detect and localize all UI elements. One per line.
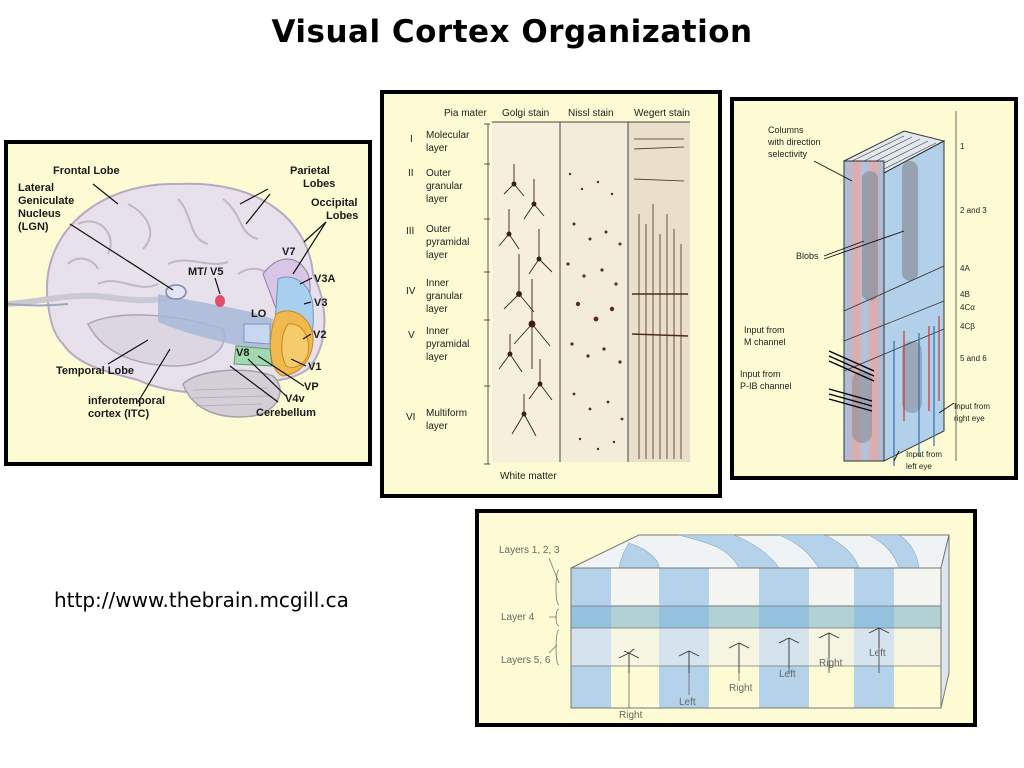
label-v2: V2 [313,329,326,341]
label-occipital-1: Occipital [311,197,357,209]
label-m-channel-2: M channel [744,337,786,347]
brain-lobes-panel: Frontal Lobe Parietal Lobes Lateral Geni… [4,140,372,466]
layer-label-3a: Outer [426,224,452,235]
golgi-neurons [498,164,553,437]
eye-label-1: Right [619,710,643,721]
label-lo: LO [251,308,267,320]
label-columns-2: with direction [767,137,821,147]
layer-label-5b: pyramidal [426,339,469,350]
col-layer-4c-beta: 4Cβ [960,322,975,331]
label-lgn-4: (LGN) [18,221,49,233]
layer-label-1a: Molecular [426,130,470,141]
label-v3a: V3A [314,273,335,285]
col-layer-2-3: 2 and 3 [960,206,987,215]
label-v1: V1 [308,361,321,373]
label-v3: V3 [314,297,327,309]
layer-label-2a: Outer [426,168,452,179]
layer-label-5a: Inner [426,326,449,337]
eye-label-3: Right [729,683,753,694]
cortical-column-illustration: 1 2 and 3 4A 4B 4Cα 4Cβ 5 and 6 [740,111,990,471]
label-cerebellum: Cerebellum [256,407,316,419]
layer-label-2c: layer [426,194,448,205]
label-columns-3: selectivity [768,149,808,159]
col-layer-4b: 4B [960,290,970,299]
layer-roman-6: VI [406,412,415,423]
label-parietal-2: Lobes [303,178,335,190]
label-v7: V7 [282,246,295,258]
label-blobs: Blobs [796,251,819,261]
layer-roman-3: III [406,226,414,237]
nissl-cells [566,172,624,451]
cortical-layers-panel: Pia mater Golgi stain Nissl stain Wegert… [380,90,722,498]
label-v8: V8 [236,347,249,359]
header-nissl-stain: Nissl stain [568,108,614,119]
eye-label-6: Left [869,648,886,659]
label-frontal-lobe: Frontal Lobe [53,165,120,177]
source-url[interactable]: http://www.thebrain.mcgill.ca [54,588,349,612]
col-layer-4c-alpha: 4Cα [960,303,975,312]
layer-label-6b: layer [426,421,448,432]
label-temporal-lobe: Temporal Lobe [56,365,134,377]
label-lgn-2: Geniculate [18,195,74,207]
label-vp: VP [304,381,319,393]
layer-label-4a: Inner [426,278,449,289]
layer-roman-5: V [408,330,415,341]
ocular-dominance-panel: Right Left Right Left Right Left Layers … [475,509,977,727]
label-v4v: V4v [285,393,305,405]
header-golgi-stain: Golgi stain [502,108,549,119]
eye-label-4: Left [779,669,796,680]
label-right-eye-2: right eye [954,414,985,423]
eye-label-2: Left [679,697,696,708]
label-mt-v5: MT/ V5 [188,266,223,278]
layer-label-4c: layer [426,304,448,315]
label-left-eye-1: Input from [906,450,942,459]
col-layer-4a: 4A [960,264,970,273]
ocular-dominance-illustration: Right Left Right Left Right Left Layers … [499,534,950,721]
eye-label-5: Right [819,658,843,669]
layer-label-1b: layer [426,143,448,154]
layer-roman-4: IV [406,286,416,297]
label-left-eye-2: left eye [906,462,932,471]
label-itc-1: inferotemporal [88,395,165,407]
layer-label-4b: granular [426,291,463,302]
layer-label-5c: layer [426,352,448,363]
label-white-matter: White matter [500,471,557,482]
label-p-channel-1: Input from [740,369,781,379]
page-title: Visual Cortex Organization [271,14,753,50]
label-right-eye-1: Input from [954,402,990,411]
cortical-column-panel: 1 2 and 3 4A 4B 4Cα 4Cβ 5 and 6 [730,97,1018,480]
top-ocular-stripes [618,534,920,569]
layer-labels: I Molecular layer II Outer granular laye… [406,130,470,432]
label-p-channel-2: P-IB channel [740,381,792,391]
label-lgn-3: Nucleus [18,208,61,220]
header-wegert-stain: Wegert stain [634,108,690,119]
header-pia-mater: Pia mater [444,108,487,119]
layer-label-6a: Multiform [426,408,467,419]
layer-label-2b: granular [426,181,463,192]
layer-label-3c: layer [426,250,448,261]
label-m-channel-1: Input from [744,325,785,335]
layer-label-3b: pyramidal [426,237,469,248]
col-layer-1: 1 [960,142,965,151]
direction-hatch [851,135,937,170]
label-layers-1-2-3: Layers 1, 2, 3 [499,545,560,556]
label-parietal-1: Parietal [290,165,330,177]
brain-illustration: Frontal Lobe Parietal Lobes Lateral Geni… [8,165,358,420]
label-itc-2: cortex (ITC) [88,408,149,420]
layer-roman-2: II [408,168,414,179]
wegert-fibers [631,138,689,459]
layer-roman-1: I [410,134,413,145]
cortical-layers-illustration: Pia mater Golgi stain Nissl stain Wegert… [406,108,690,482]
label-layers-5-6: Layers 5, 6 [501,655,551,666]
label-layer-4: Layer 4 [501,612,535,623]
label-lgn-1: Lateral [18,182,54,194]
label-columns-1: Columns [768,125,804,135]
label-occipital-2: Lobes [326,210,358,222]
col-layer-5-6: 5 and 6 [960,354,987,363]
